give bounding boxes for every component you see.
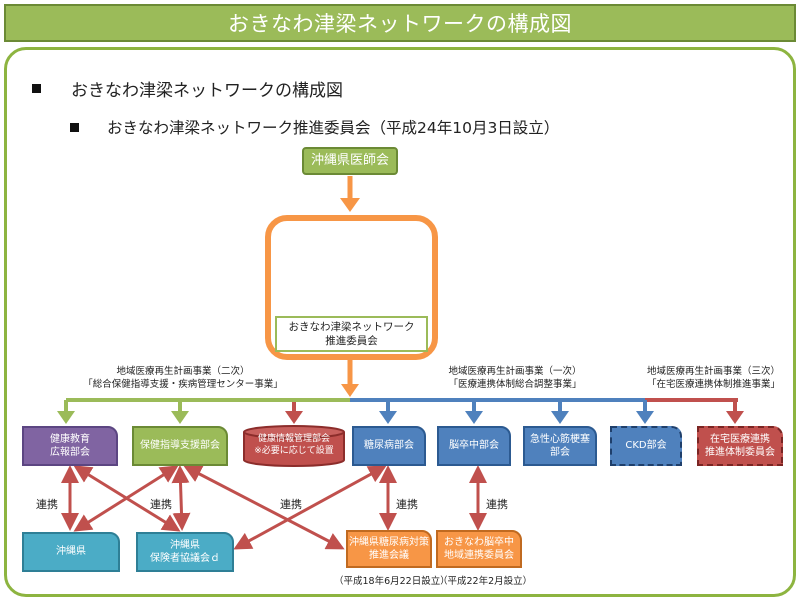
subcommittee-health-guidance: 保健指導支援部会 — [132, 426, 228, 466]
program-note-line2: 「総合保健指導支援・疾病管理センター事業」 — [83, 378, 283, 390]
committee-label-line2: 推進委員会 — [325, 335, 378, 347]
link-label: 連携 — [36, 498, 58, 511]
link-label: 連携 — [150, 498, 172, 511]
box-label-line2: 推進会議 — [369, 550, 409, 561]
page-banner: おきなわ津梁ネットワークの構成図 — [4, 4, 796, 42]
arrow-top-to-committee — [340, 176, 360, 212]
committee-label-box: おきなわ津梁ネットワーク 推進委員会 — [275, 316, 428, 352]
box-label-line1: 糖尿病部会 — [364, 440, 414, 452]
box-label-line1: 健康教育 — [50, 433, 90, 445]
bullet-square-icon — [32, 84, 41, 93]
program-note-line2: 「医療連携体制総合調整事業」 — [448, 378, 582, 390]
drop-arrow — [465, 400, 483, 424]
box-label-line2: 保険者協議会ｄ — [150, 553, 220, 564]
partner-okinawa-prefecture: 沖縄県 — [22, 532, 120, 572]
box-label-line1: 保健指導支援部会 — [140, 440, 220, 452]
box-label-line1: 脳卒中部会 — [449, 440, 499, 452]
box-label-line1: 在宅医療連携 — [710, 433, 770, 445]
drop-arrow — [726, 400, 744, 424]
program-note-line1: 地域医療再生計画事業（三次） — [646, 366, 780, 377]
subcommittee-stroke: 脳卒中部会 — [437, 426, 511, 466]
bullet-text: おきなわ津梁ネットワーク推進委員会（平成24年10月3日設立） — [107, 119, 560, 137]
drop-arrow — [171, 400, 189, 424]
established-date: （平成22年2月設立） — [438, 576, 533, 587]
box-label-line1: 急性心筋梗塞 — [530, 433, 590, 445]
subcommittee-ckd: CKD部会 — [610, 426, 682, 466]
box-label-line1: おきなわ脳卒中 — [444, 536, 514, 548]
drop-arrow — [57, 400, 75, 424]
arrow-committee-to-bus — [341, 360, 359, 397]
box-label-line2: 推進体制委員会 — [705, 447, 775, 458]
partner-insurers-council: 沖縄県保険者協議会ｄ — [136, 532, 234, 572]
box-label-line2: 広報部会 — [50, 447, 90, 458]
subcommittee-health-education: 健康教育広報部会 — [22, 426, 118, 466]
box-label-line1: 健康情報管理部会 — [257, 434, 330, 445]
partner-diabetes-council: 沖縄県糖尿病対策推進会議 — [346, 530, 432, 568]
program-note-primary: 地域医療再生計画事業（一次） 「医療連携体制総合調整事業」 — [430, 366, 600, 392]
program-note-secondary: 地域医療再生計画事業（二次） 「総合保健指導支援・疾病管理センター事業」 — [68, 366, 298, 392]
drop-arrow — [636, 400, 654, 424]
bullet-item: おきなわ津梁ネットワークの構成図 — [32, 76, 343, 101]
bullet-item: おきなわ津梁ネットワーク推進委員会（平成24年10月3日設立） — [70, 116, 559, 138]
link-arrow — [171, 465, 191, 531]
box-label: 沖縄県医師会 — [310, 153, 389, 169]
link-arrow — [73, 465, 179, 532]
partner-stroke-committee: おきなわ脳卒中地域連携委員会 — [436, 530, 522, 568]
box-label-line1: 沖縄県糖尿病対策 — [349, 536, 429, 548]
box-label-line1: CKD部会 — [625, 440, 667, 452]
program-note-tertiary: 地域医療再生計画事業（三次） 「在宅医療連携体制推進事業」 — [636, 366, 791, 392]
subcommittee-diabetes: 糖尿病部会 — [352, 426, 426, 466]
box-label-line2: 部会 — [550, 447, 570, 458]
established-date: （平成18年6月22日設立） — [334, 576, 450, 587]
cylinder-shape — [243, 425, 345, 467]
drop-arrow — [379, 400, 397, 424]
link-label: 連携 — [396, 498, 418, 511]
drop-arrow — [551, 400, 569, 424]
program-note-line1: 地域医療再生計画事業（二次） — [116, 366, 250, 377]
bullet-square-icon — [70, 122, 79, 132]
bullet-text: おきなわ津梁ネットワークの構成図 — [71, 81, 343, 101]
program-note-line1: 地域医療再生計画事業（一次） — [448, 366, 582, 377]
subcommittee-myocardial-infarction: 急性心筋梗塞部会 — [523, 426, 597, 466]
link-label: 連携 — [280, 498, 302, 511]
program-note-line2: 「在宅医療連携体制推進事業」 — [646, 378, 780, 390]
link-arrow — [233, 465, 387, 550]
banner-title: おきなわ津梁ネットワークの構成図 — [228, 12, 572, 36]
box-label-line2: 地域連携委員会 — [444, 550, 514, 561]
box-label-line1: 沖縄県 — [170, 539, 200, 551]
okinawa-medical-association-box: 沖縄県医師会 — [302, 147, 398, 175]
box-label-line1: 沖縄県 — [56, 546, 86, 558]
subcommittee-health-info: 健康情報管理部会※必要に応じて設置 — [244, 427, 344, 465]
drop-arrow — [285, 402, 303, 424]
box-label-line2: ※必要に応じて設置 — [254, 446, 334, 456]
subcommittee-home-care: 在宅医療連携推進体制委員会 — [697, 426, 783, 466]
committee-label-line1: おきなわ津梁ネットワーク — [288, 320, 415, 333]
link-label: 連携 — [486, 498, 508, 511]
